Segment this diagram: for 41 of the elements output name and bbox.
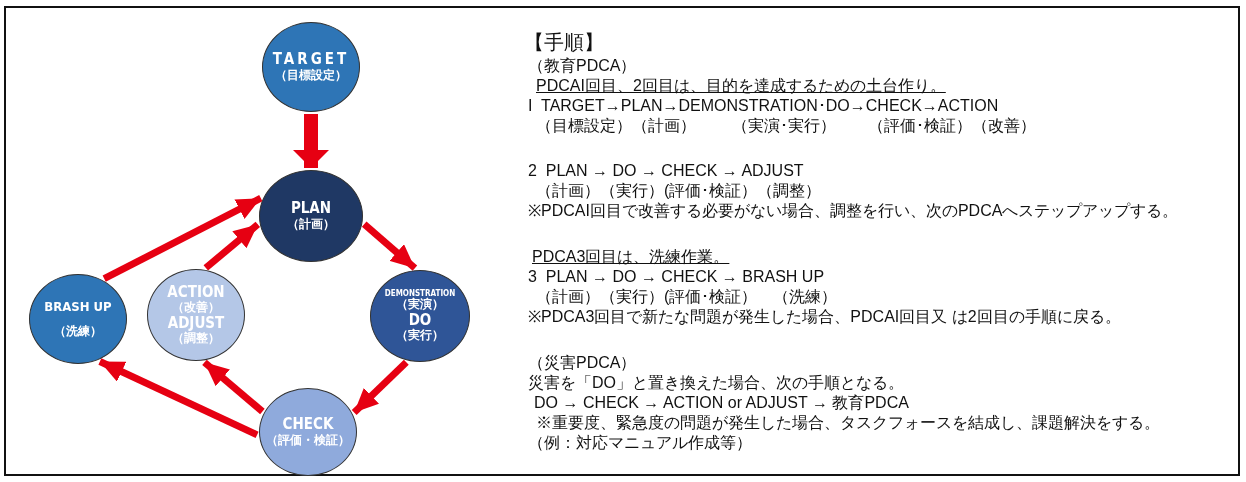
step-translation: （計画）（実行）(評価･検証） （洗練）	[536, 287, 838, 307]
heading: 【手順】	[524, 30, 604, 54]
step-sequence: I TARGET→PLAN→DEMONSTRATION･DO→CHECK→ACTION	[528, 96, 999, 116]
arrow	[203, 221, 261, 271]
note-text: ※重要度、緊急度の問題が発生した場合、タスクフォースを結成し、課題解決をする。	[536, 413, 1160, 433]
stage-subtitle: （目標設定）	[275, 68, 347, 83]
stage-name: BRASH UP	[44, 299, 112, 315]
stage-name: PLAN	[290, 200, 332, 218]
stage-subtitle: （評価・検証）	[266, 433, 350, 448]
stage-name: DEMONSTRATION	[384, 289, 456, 298]
stage-name: DO	[408, 311, 432, 329]
section-heading: （教育PDCA）	[528, 56, 637, 76]
block-arrow	[293, 114, 329, 168]
stage-subtitle: （調整）	[172, 332, 220, 347]
stage-name: ADJUST	[167, 315, 225, 332]
step-sequence: 3 PLAN → DO → CHECK → BRASH UP	[528, 267, 825, 287]
step-sequence: DO → CHECK → ACTION or ADJUST → 教育PDCA	[534, 393, 909, 413]
note-text: PDCA3回目は、洗練作業。	[532, 247, 730, 267]
note-text: 災害を「DO」と置き換えた場合、次の手順となる。	[528, 373, 904, 393]
arrow	[102, 195, 263, 282]
step-sequence: 2 PLAN → DO → CHECK → ADJUST	[528, 161, 804, 181]
step-translation: （計画）（実行）(評価･検証）（調整）	[536, 181, 822, 201]
arrow	[361, 221, 418, 271]
stage-subtitle: （実行）	[396, 329, 444, 343]
stage-subtitle: （洗練）	[54, 324, 102, 339]
note-text: ※PDCA3回目で新たな問題が発生した場合、PDCAI回目又 は2回目の手順に戻る。	[528, 307, 1121, 327]
stage-name: CHECK	[282, 416, 334, 434]
arrow	[351, 359, 409, 415]
section-heading: （災害PDCA）	[528, 353, 637, 373]
stage-name: TARGET	[272, 51, 350, 69]
note-text: （例：対応マニュアル作成等）	[528, 433, 752, 453]
step-translation: （目標設定）（計画） （実演･実行） （評価･検証）（改善）	[536, 116, 1037, 136]
arrow	[202, 359, 265, 415]
stage-circle	[259, 388, 357, 476]
stage-subtitle: （改善）	[172, 301, 220, 315]
stage-subtitle: （計画）	[287, 217, 335, 232]
note-text: PDCAI回目、2回目は、目的を達成するための土台作り。	[536, 76, 946, 96]
stage-subtitle: （実演）	[396, 298, 444, 312]
stage-name: ACTION	[167, 283, 225, 301]
note-text: ※PDCAI回目で改善する必要がない場合、調整を行い、次のPDCAへステップアップする。	[528, 201, 1179, 221]
arrow	[98, 358, 259, 439]
